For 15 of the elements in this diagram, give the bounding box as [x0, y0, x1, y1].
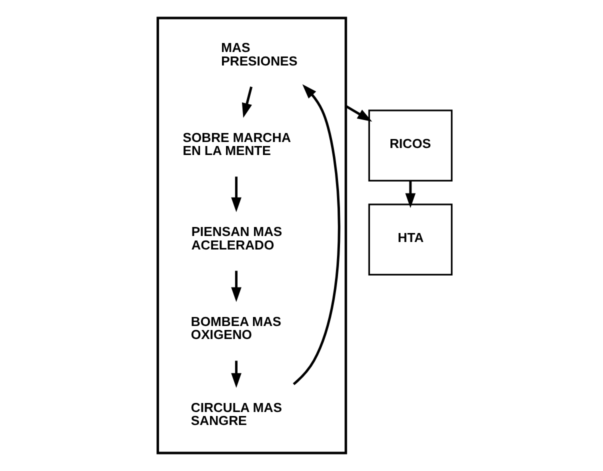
node-box: HTA	[368, 204, 453, 276]
node-text: MAS PRESIONES	[221, 40, 298, 68]
node-box: RICOS	[368, 110, 453, 182]
node-text: SOBRE MARCHA EN LA MENTE	[182, 130, 292, 158]
arrow	[231, 360, 242, 388]
arrow	[345, 105, 372, 122]
node-text: CIRCULA MAS SANGRE	[190, 400, 282, 428]
arrow	[242, 86, 252, 118]
node-text: PIENSAN MAS ACELERADO	[191, 224, 282, 252]
arrow	[292, 84, 340, 386]
arrow	[231, 270, 242, 302]
arrow	[231, 176, 242, 212]
arrow	[405, 180, 416, 208]
cluster	[156, 16, 348, 454]
node-text: BOMBEA MAS OXIGENO	[190, 314, 282, 342]
